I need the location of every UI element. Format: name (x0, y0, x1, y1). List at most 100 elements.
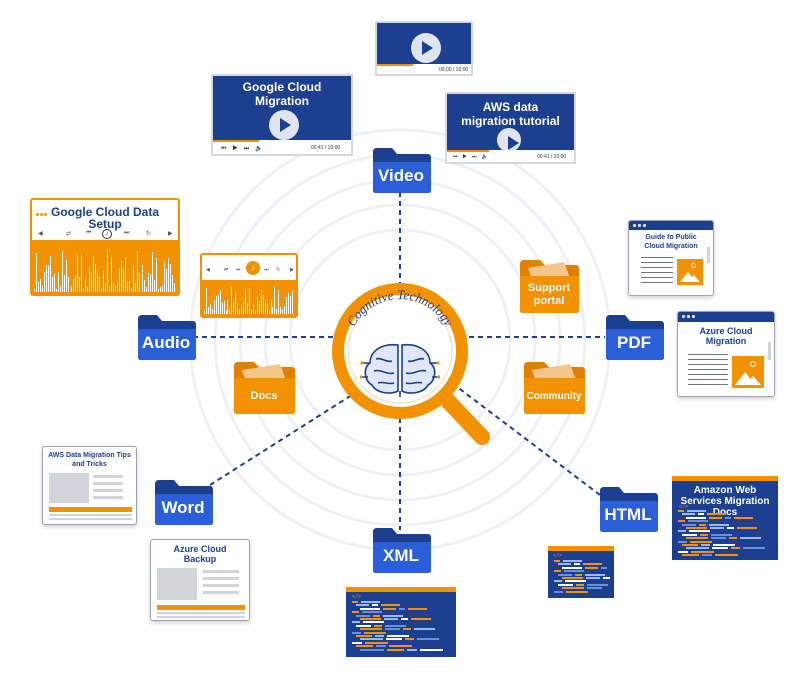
waveform-bar (286, 297, 288, 314)
video-card-google[interactable]: Google Cloud Migration ⏮▶⏭🔈 00:41 / 10:0… (211, 74, 353, 156)
audio-card-small[interactable]: ◀⇄⏮ ♪ ⏭↻▶ (200, 253, 298, 318)
play-icon[interactable] (269, 110, 299, 140)
audio-controls[interactable]: ◀⇄⏮ ♪ ⏭↻▶ (206, 261, 294, 275)
waveform-bar (205, 287, 207, 314)
waveform-bar (62, 251, 64, 292)
video-card-aws[interactable]: AWS data migration tutorial ⏮▶⏭🔈 00:41 /… (445, 92, 576, 164)
window-titlebar (346, 587, 456, 592)
progress-bar[interactable] (377, 64, 413, 66)
waveform-bar (88, 267, 90, 292)
code-line (678, 540, 687, 543)
video-controls[interactable]: ⏮▶⏭🔈 00:41 / 10:00 (213, 140, 351, 154)
code-line (352, 611, 359, 614)
waveform-bar (278, 290, 280, 314)
waveform-bar (113, 282, 115, 292)
code-line (372, 604, 378, 607)
video-controls[interactable]: 00:00 / 10:00 (377, 64, 471, 74)
folder-icon (606, 315, 664, 360)
waveform-bar (60, 285, 62, 292)
code-line (700, 533, 708, 536)
code-line (682, 513, 695, 516)
folder-video[interactable]: Video (370, 146, 432, 194)
code-line (387, 648, 404, 651)
folder-docs[interactable]: Docs (232, 360, 296, 415)
waveform-bar (241, 304, 243, 314)
folder-icon (138, 315, 196, 360)
play-icon[interactable] (497, 128, 521, 152)
waveform-bar (36, 252, 38, 292)
code-card-html-small[interactable]: </> (548, 546, 614, 598)
code-line (360, 638, 383, 641)
transport-icons[interactable]: ⏮▶⏭🔈 (221, 146, 269, 152)
waveform-bar (252, 304, 254, 314)
code-line (585, 566, 598, 569)
progress-bar[interactable] (447, 150, 489, 152)
music-note-icon[interactable]: ♪ (102, 229, 112, 239)
code-card-aws-docs[interactable]: Amazon Web Services Migration Docs </> (672, 476, 778, 560)
waveform-bar (46, 265, 48, 292)
folder-support-portal[interactable]: Support portal (518, 258, 580, 314)
folder-word[interactable]: Word (152, 478, 214, 526)
folder-html[interactable]: HTML (597, 485, 659, 533)
waveform-bar (233, 301, 235, 314)
doc-card-guide-public-cloud[interactable]: Guide to Public Cloud Migration (628, 220, 714, 296)
waveform-bar (141, 265, 143, 292)
waveform-bar (42, 286, 44, 292)
video-card-top[interactable]: 00:00 / 10:00 (375, 21, 473, 76)
folder-icon (520, 260, 579, 313)
waveform-bar (235, 292, 237, 314)
code-line (586, 577, 600, 579)
audio-controls[interactable]: ◀⇄⏮ ♪ ⏭↻▶ (38, 229, 173, 239)
audio-card-large[interactable]: Google Cloud Data Setup ◀⇄⏮ ♪ ⏭↻▶ (30, 198, 180, 296)
waveform-bar (245, 289, 247, 314)
code-line (365, 641, 388, 644)
waveform-bar (288, 292, 290, 314)
music-note-icon[interactable]: ♪ (246, 261, 260, 275)
waveform-bar (231, 286, 233, 314)
code-line (562, 577, 583, 579)
waveform-bar (131, 288, 133, 292)
progress-bar[interactable] (213, 140, 259, 142)
video-controls[interactable]: ⏮▶⏭🔈 00:41 / 10:00 (447, 150, 574, 162)
brain-icon (360, 343, 440, 397)
folder-pdf[interactable]: PDF (603, 313, 665, 361)
waveform-bar (237, 303, 239, 314)
waveform-bar (280, 306, 282, 314)
audio-waveform[interactable] (202, 280, 296, 316)
code-line (381, 604, 400, 607)
waveform-bar (56, 288, 58, 292)
waveform-bar (34, 289, 35, 292)
waveform-bar (221, 303, 223, 314)
waveform-bar (243, 301, 245, 314)
waveform-bar (78, 277, 80, 292)
waveform-bar (38, 282, 40, 292)
waveform-bar (54, 273, 56, 292)
code-line (601, 566, 607, 569)
video-title: AWS data migration tutorial (461, 100, 560, 128)
code-line (362, 611, 382, 614)
image-icon (677, 259, 703, 285)
folder-xml[interactable]: XML (370, 526, 432, 574)
folder-icon (600, 487, 658, 532)
folder-audio[interactable]: Audio (135, 313, 197, 361)
transport-icons[interactable]: ⏮▶⏭🔈 (453, 154, 493, 160)
code-line (374, 624, 382, 627)
doc-card-azure-backup[interactable]: Azure Cloud Backup (150, 539, 250, 621)
code-line (574, 563, 580, 566)
waveform-bar (239, 308, 241, 314)
doc-card-azure-migration[interactable]: Azure Cloud Migration (677, 311, 775, 397)
code-line (682, 533, 697, 536)
waveform-bar (72, 279, 74, 292)
waveform-bar (157, 288, 159, 292)
waveform-bar (282, 309, 284, 314)
code-card-xml[interactable]: </> (346, 587, 456, 657)
audio-waveform[interactable] (32, 240, 178, 294)
waveform-bar (90, 273, 92, 292)
doc-card-aws-tips[interactable]: AWS Data Migration Tips and Tricks (42, 446, 137, 525)
folder-community[interactable]: Community (522, 360, 586, 415)
code-line (383, 614, 403, 617)
waveform-bar (169, 264, 171, 292)
play-icon[interactable] (411, 33, 441, 63)
code-line (376, 645, 386, 648)
audio-title: Google Cloud Data Setup (51, 205, 159, 231)
